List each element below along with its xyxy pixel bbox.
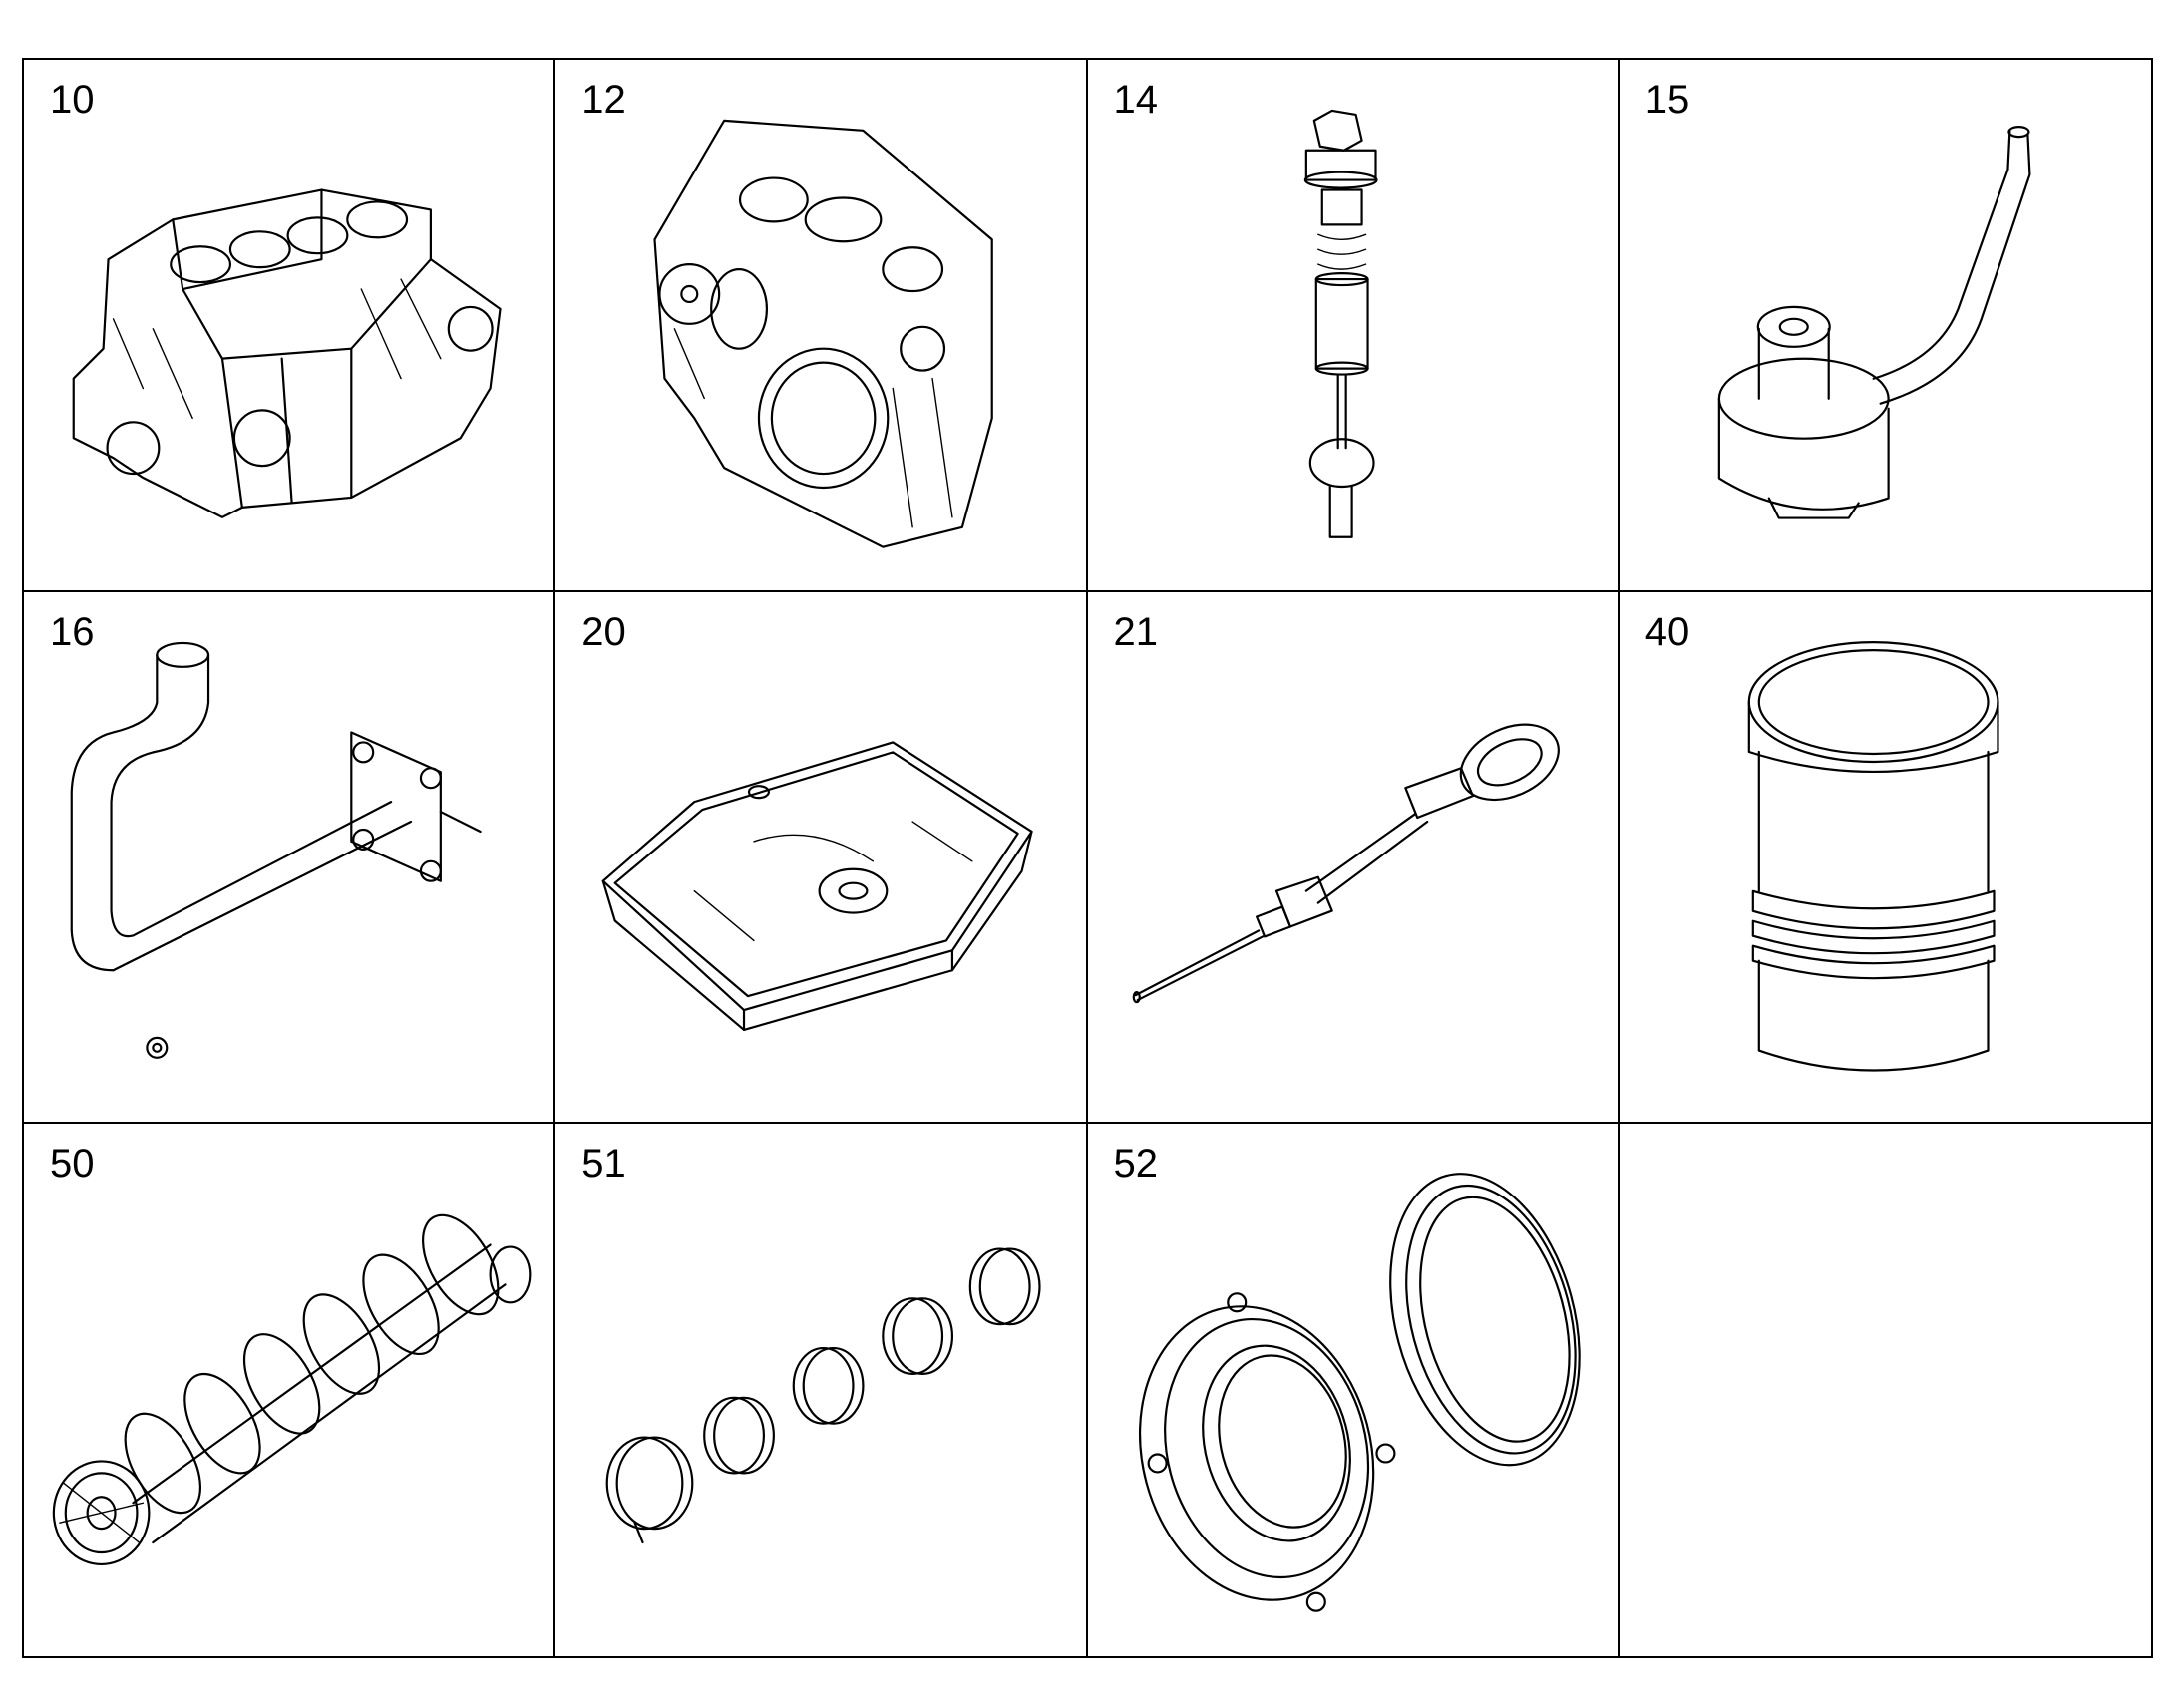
parts-grid: 10 12 <box>22 58 2153 1658</box>
part-number: 10 <box>50 78 95 122</box>
part-cell-14[interactable]: 14 <box>1087 60 1620 592</box>
dipstick-icon <box>1132 723 1560 1003</box>
part-cell-21[interactable]: 21 <box>1087 591 1620 1125</box>
piston-cooling-valve-icon <box>1303 109 1378 538</box>
part-cell-10[interactable]: 10 <box>24 60 556 592</box>
part-number: 51 <box>581 1142 626 1187</box>
part-cell-12[interactable]: 12 <box>555 60 1088 592</box>
bearing-shells-icon <box>605 1247 1041 1544</box>
part-number: 16 <box>50 609 95 654</box>
part-number: 50 <box>50 1142 95 1187</box>
part-cell-16[interactable]: 16 <box>24 591 556 1125</box>
part-cell-50[interactable]: 50 <box>24 1124 556 1656</box>
part-number: 21 <box>1113 609 1159 654</box>
empty-cell <box>1620 1124 2151 1656</box>
part-cell-15[interactable]: 15 <box>1619 60 2151 592</box>
part-number: 40 <box>1644 609 1690 654</box>
oil-nozzle-icon <box>1717 126 2031 519</box>
engine-block-icon <box>72 188 502 518</box>
seal-carrier-icon <box>1138 1173 1581 1613</box>
cylinder-liner-icon <box>1747 640 1999 1072</box>
part-number: 52 <box>1113 1142 1159 1187</box>
oil-pan-icon <box>601 740 1033 1031</box>
oil-pipe-icon <box>70 641 482 1059</box>
part-cell-40[interactable]: 40 <box>1619 592 2151 1125</box>
part-cell-51[interactable]: 51 <box>555 1124 1088 1656</box>
part-number: 20 <box>581 609 626 654</box>
part-number: 12 <box>581 78 626 122</box>
part-number: 14 <box>1113 78 1159 122</box>
part-cell-20[interactable]: 20 <box>555 591 1088 1125</box>
crankshaft-icon <box>52 1214 532 1566</box>
timing-cover-icon <box>653 119 994 548</box>
part-cell-52[interactable]: 52 <box>1088 1124 1620 1656</box>
part-number: 15 <box>1644 78 1690 122</box>
